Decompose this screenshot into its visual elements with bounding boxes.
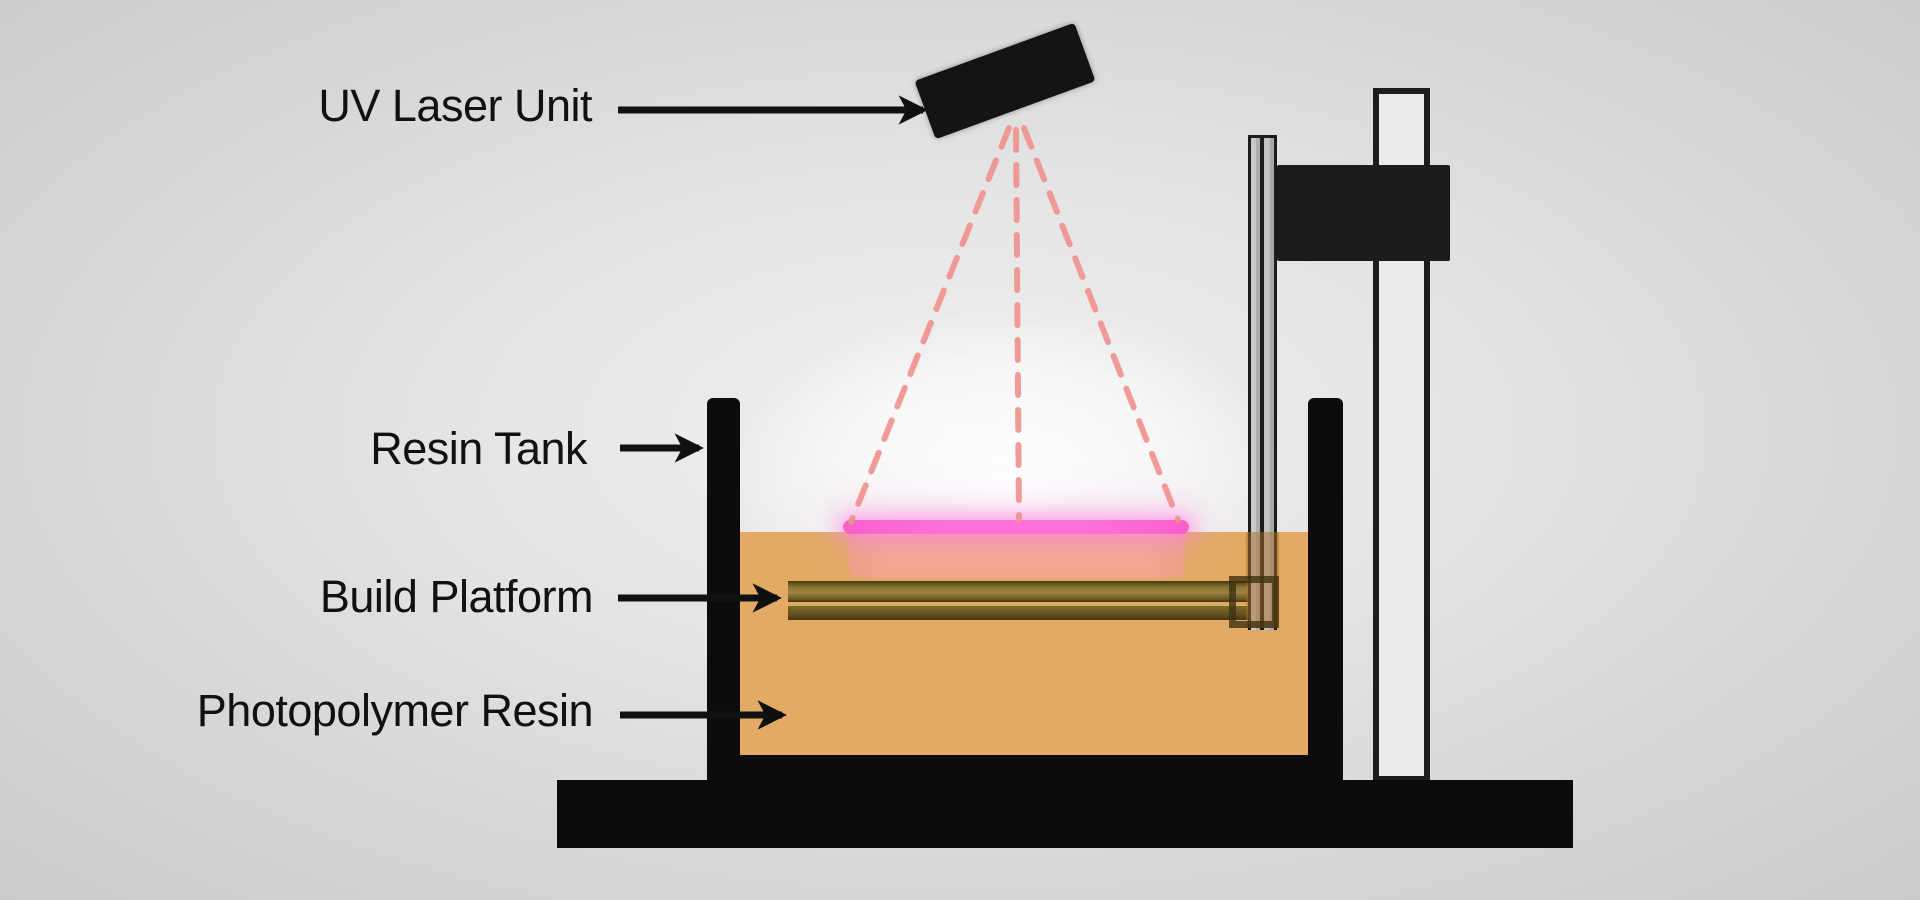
resin-tank-bottom — [707, 755, 1343, 780]
machine-base — [557, 780, 1573, 848]
resin-tank-left-wall — [707, 398, 740, 778]
build-platform-top-bar — [788, 581, 1268, 602]
resin-tank-right-wall — [1308, 398, 1343, 778]
uv-laser-unit — [914, 22, 1096, 140]
z-carriage-block — [1277, 165, 1450, 261]
build-platform-bottom-bar — [788, 606, 1268, 620]
platform-mount-bracket — [1229, 576, 1279, 628]
photopolymer-resin-label: Photopolymer Resin — [196, 685, 594, 737]
resin-tank-label: Resin Tank — [370, 423, 587, 475]
uv-laser-unit-label: UV Laser Unit — [318, 80, 592, 132]
cured-printed-part — [849, 527, 1185, 578]
build-platform-label: Build Platform — [319, 571, 594, 623]
curing-layer-glow-strip — [843, 520, 1189, 534]
